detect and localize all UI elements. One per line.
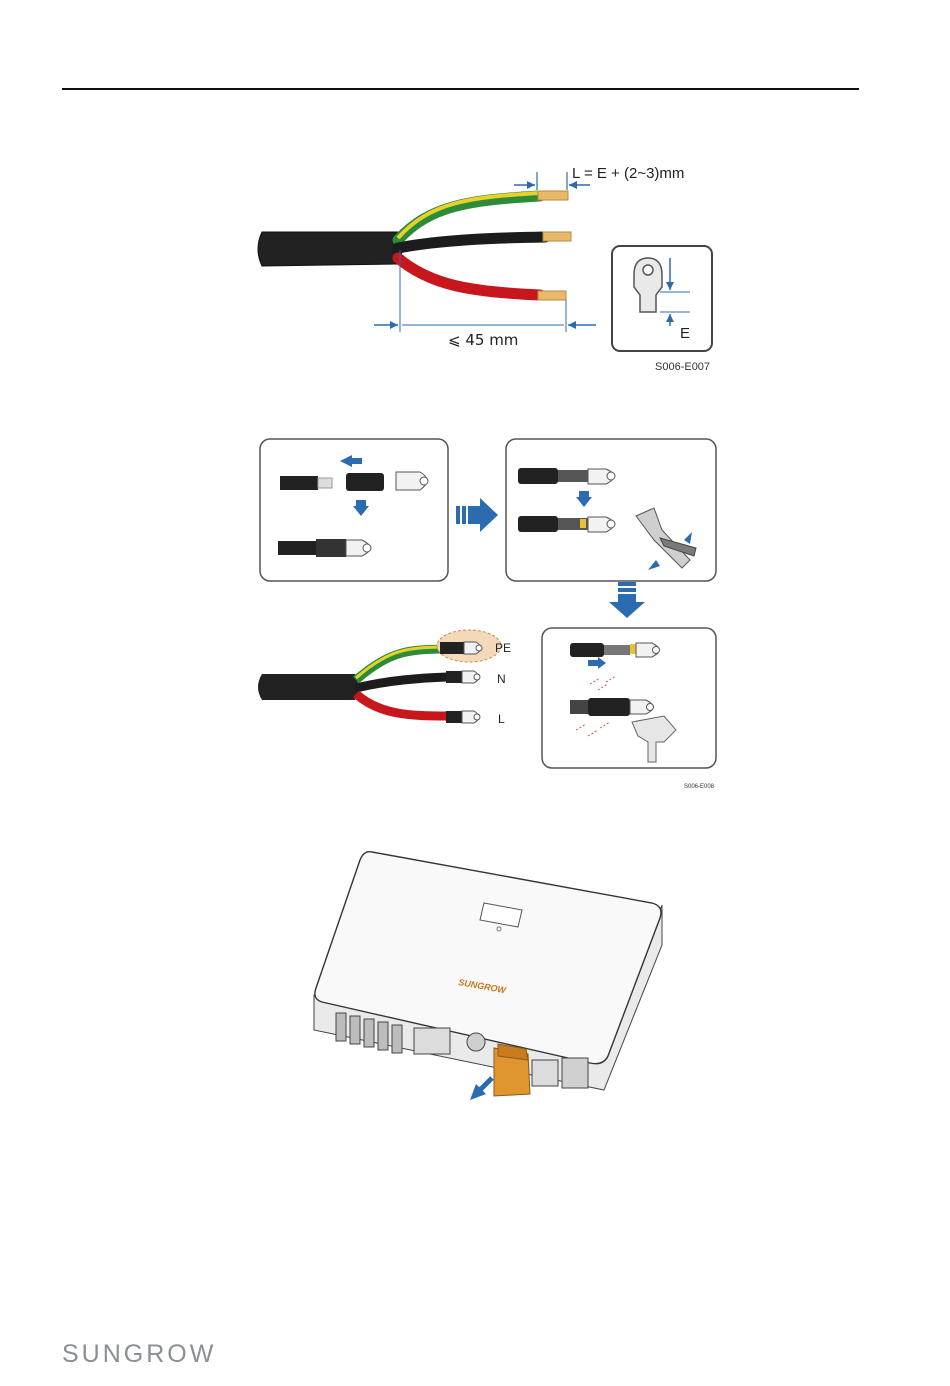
figure-inverter: SUNGROW [0,0,950,1130]
sungrow-logo: SUNGROW [62,1340,216,1369]
